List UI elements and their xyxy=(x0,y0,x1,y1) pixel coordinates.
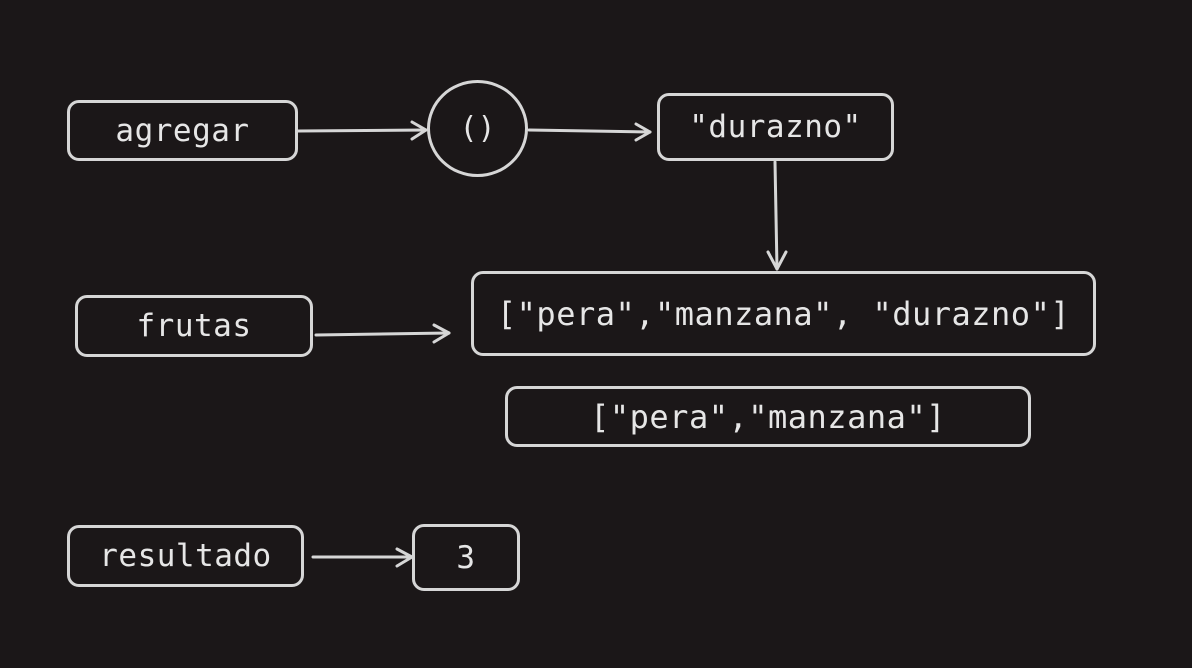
arrow-durazno-to-new-array xyxy=(766,160,788,271)
old-array-label: ["pera","manzana"] xyxy=(590,397,946,436)
frutas-label: frutas xyxy=(136,308,252,344)
result-value-box: 3 xyxy=(412,524,520,591)
arrow-frutas-to-new-array xyxy=(314,323,451,344)
resultado-box: resultado xyxy=(67,525,304,587)
frutas-box: frutas xyxy=(75,295,313,357)
call-circle: () xyxy=(427,80,528,177)
new-array-label: ["pera","manzana", "durazno"] xyxy=(496,294,1071,333)
resultado-label: resultado xyxy=(99,538,272,574)
result-value-label: 3 xyxy=(456,539,476,576)
call-label: () xyxy=(459,111,496,146)
arrow-call-to-durazno xyxy=(527,122,652,142)
old-array-box: ["pera","manzana"] xyxy=(505,386,1031,447)
arrow-agregar-to-call xyxy=(296,120,428,141)
agregar-label: agregar xyxy=(115,112,250,149)
new-array-box: ["pera","manzana", "durazno"] xyxy=(471,271,1096,356)
arrow-resultado-to-value xyxy=(311,547,414,568)
durazno-label: "durazno" xyxy=(689,109,862,145)
agregar-box: agregar xyxy=(67,100,298,161)
durazno-box: "durazno" xyxy=(657,93,894,161)
